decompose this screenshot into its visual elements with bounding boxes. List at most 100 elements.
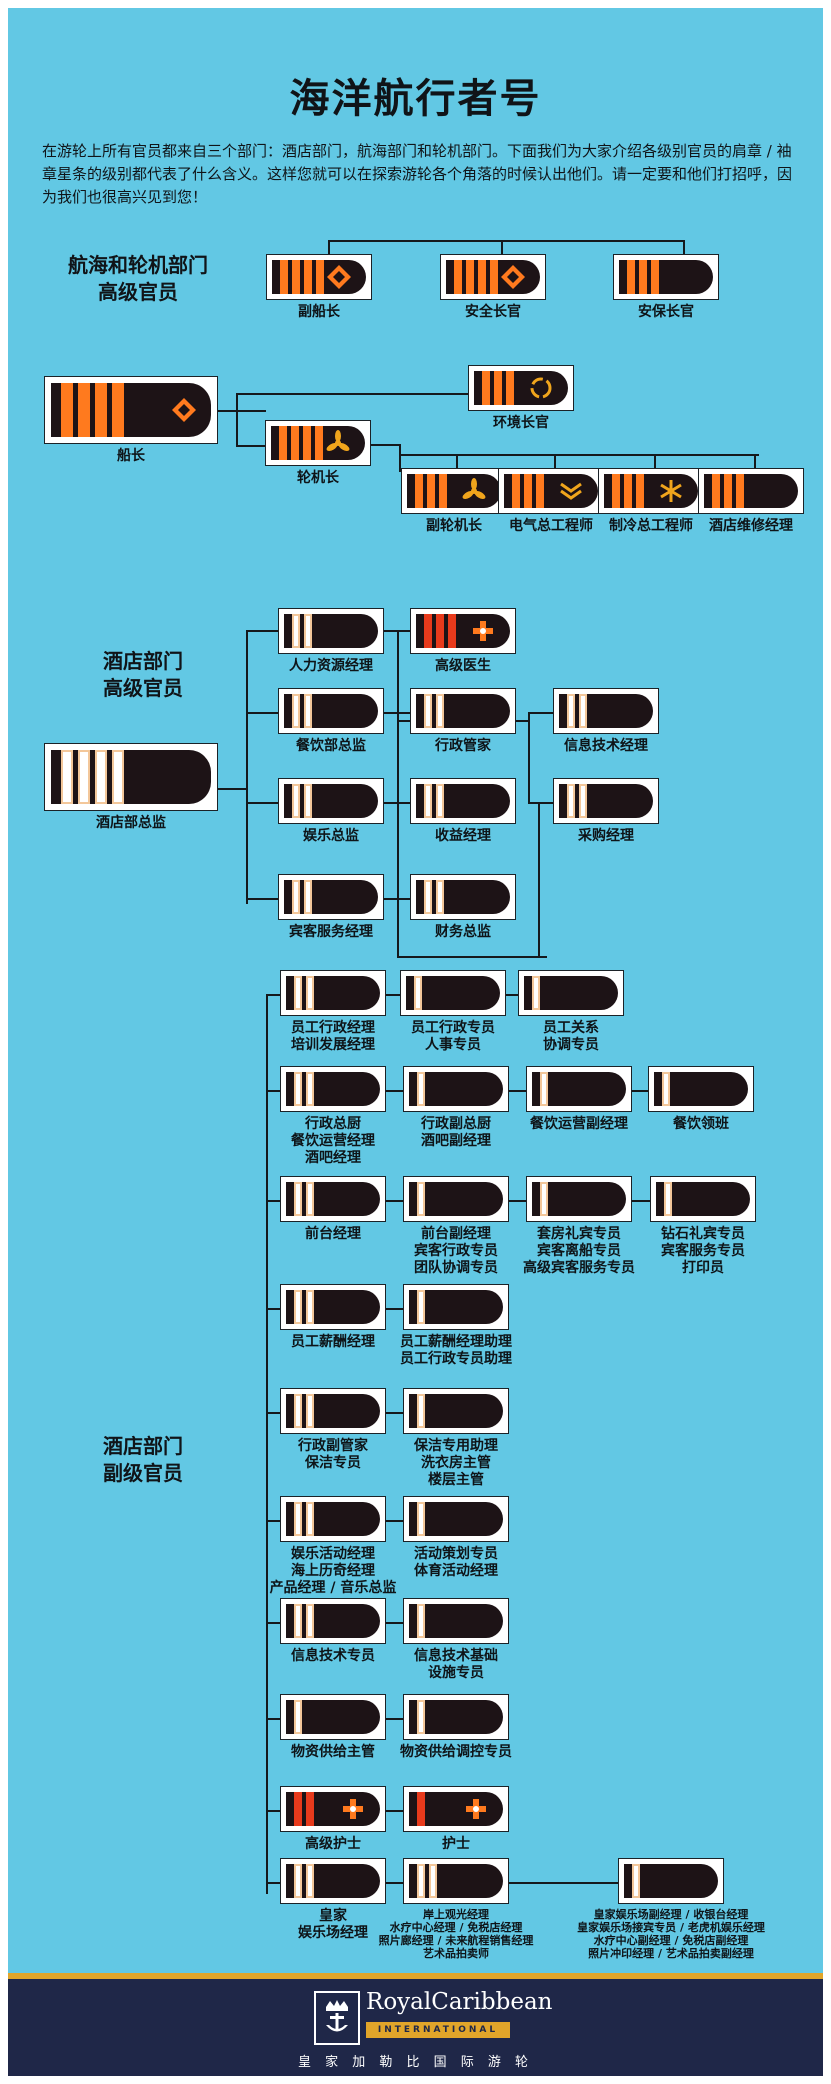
connector-line: [397, 630, 399, 956]
connector-line: [328, 240, 685, 242]
epaulette: [403, 1066, 509, 1112]
rank-label-line: 培训发展经理: [291, 1037, 375, 1053]
rank-label-line: 水疗中心副经理 / 免税店副经理: [593, 1934, 749, 1947]
rank-label-line: 皇家娱乐场副经理 / 收银台经理: [593, 1908, 749, 1921]
rank-stripe: [466, 260, 474, 294]
diamond-icon: [171, 397, 197, 423]
connector-line: [266, 1308, 280, 1310]
rank-stripe: [294, 1182, 302, 1216]
rank-label-line: 洗衣房主管: [421, 1455, 491, 1471]
connector-line: [386, 1718, 403, 1720]
epaulette-body: [409, 1864, 503, 1898]
rank-stripe: [306, 1502, 314, 1536]
rank-label-line: 电气总工程师: [509, 518, 593, 534]
rank-label: 行政管家: [403, 738, 523, 755]
epaulette-body: [284, 784, 378, 818]
epaulette: [403, 1858, 509, 1904]
epaulette: [440, 254, 546, 300]
rank-stripe: [490, 260, 498, 294]
rank-label: 皇家娱乐场经理: [273, 1908, 393, 1942]
rank-stripe: [417, 1700, 425, 1734]
rank-stripe: [736, 474, 744, 508]
epaulette: [44, 376, 218, 444]
rank-label-line: 楼层主管: [428, 1472, 484, 1488]
connector-line: [266, 1882, 280, 1884]
rank-label: 保洁专用助理洗衣房主管楼层主管: [396, 1438, 516, 1489]
rank-label-line: 采购经理: [578, 828, 634, 844]
connector-line: [246, 630, 278, 632]
rank-stripe: [112, 750, 124, 804]
rank-label-line: 酒吧经理: [305, 1150, 361, 1166]
rank-stripe: [294, 1072, 302, 1106]
epaulette-body: [286, 1394, 380, 1428]
rank-stripe: [524, 474, 532, 508]
connector-line: [528, 712, 553, 714]
rank-stripe: [417, 1792, 425, 1826]
connector-line: [683, 240, 685, 254]
rank-stripe: [417, 1502, 425, 1536]
rank-stripe: [78, 750, 90, 804]
rank-label: 员工薪酬经理助理员工行政专员助理: [386, 1334, 526, 1368]
connector-line: [386, 994, 400, 996]
rank-label: 前台副经理宾客行政专员团队协调专员: [396, 1226, 516, 1277]
rank-stripe: [424, 784, 432, 818]
rank-label: 船长: [44, 448, 218, 465]
rank-label: 钻石礼宾专员宾客服务专员打印员: [643, 1226, 763, 1277]
epaulette: [403, 1496, 509, 1542]
rank-stripe: [280, 260, 288, 294]
epaulette: [265, 420, 371, 466]
epaulette-body: [409, 1700, 503, 1734]
connector-line: [399, 454, 759, 456]
rank-stripe: [306, 1792, 314, 1826]
rank-label-line: 协调专员: [543, 1037, 599, 1053]
connector-line: [509, 1090, 526, 1092]
epaulette: [553, 778, 659, 824]
rank-label: 皇家娱乐场副经理 / 收银台经理皇家娱乐场接宾专员 / 老虎机娱乐经理水疗中心副…: [566, 1908, 776, 1960]
rank-stripe: [304, 880, 312, 914]
epaulette: [618, 1858, 724, 1904]
connector-line: [754, 454, 756, 468]
rank-label: 信息技术经理: [546, 738, 666, 755]
rank-label-line: 打印员: [682, 1260, 724, 1276]
brand-name: RoyalCaribbean: [366, 1989, 553, 2015]
epaulette-body: [524, 976, 618, 1010]
epaulette-body: [656, 1182, 750, 1216]
rank-stripe: [414, 976, 422, 1010]
section-line: 高级官员: [98, 280, 178, 304]
rank-label-line: 保洁专用助理: [414, 1438, 498, 1454]
rank-label: 副轮机长: [404, 518, 504, 535]
rank-label-line: 餐饮运营经理: [291, 1133, 375, 1149]
epaulette-body: [446, 260, 540, 294]
rank-label-line: 高级宾客服务专员: [523, 1260, 635, 1276]
connector-line: [399, 444, 401, 472]
rank-label-line: 照片冲印经理 / 艺术品拍卖副经理: [588, 1947, 754, 1960]
rank-label-line: 员工关系: [543, 1020, 599, 1036]
connector-line: [384, 898, 410, 900]
medical-cross-icon: [463, 1796, 489, 1822]
epaulette-body: [474, 371, 568, 405]
rank-stripe: [61, 750, 73, 804]
epaulette: [280, 1598, 386, 1644]
rank-stripe: [417, 1604, 425, 1638]
epaulette-body: [409, 1072, 503, 1106]
connector-line: [386, 1882, 403, 1884]
epaulette: [468, 365, 574, 411]
connector-line: [371, 444, 399, 446]
rank-label: 餐饮运营副经理: [514, 1116, 644, 1133]
rank-stripe: [294, 976, 302, 1010]
epaulette-body: [704, 474, 798, 508]
section-title-hotel-senior: 酒店部门 高级官员: [68, 648, 218, 702]
rank-stripe: [61, 383, 73, 437]
royal-caribbean-logo: RoyalCaribbean INTERNATIONAL: [314, 1989, 552, 2047]
rank-label-line: 行政管家: [435, 738, 491, 754]
rank-label: 安全长官: [433, 304, 553, 321]
rank-stripe: [448, 614, 456, 648]
rank-stripe: [427, 474, 435, 508]
rank-stripe: [279, 426, 287, 460]
rank-label-line: 宾客服务专员: [661, 1243, 745, 1259]
epaulette: [280, 1496, 386, 1542]
connector-line: [218, 410, 266, 412]
rank-label: 员工行政专员人事专员: [393, 1020, 513, 1054]
rank-stripe: [627, 260, 635, 294]
connector-line: [509, 1882, 618, 1884]
